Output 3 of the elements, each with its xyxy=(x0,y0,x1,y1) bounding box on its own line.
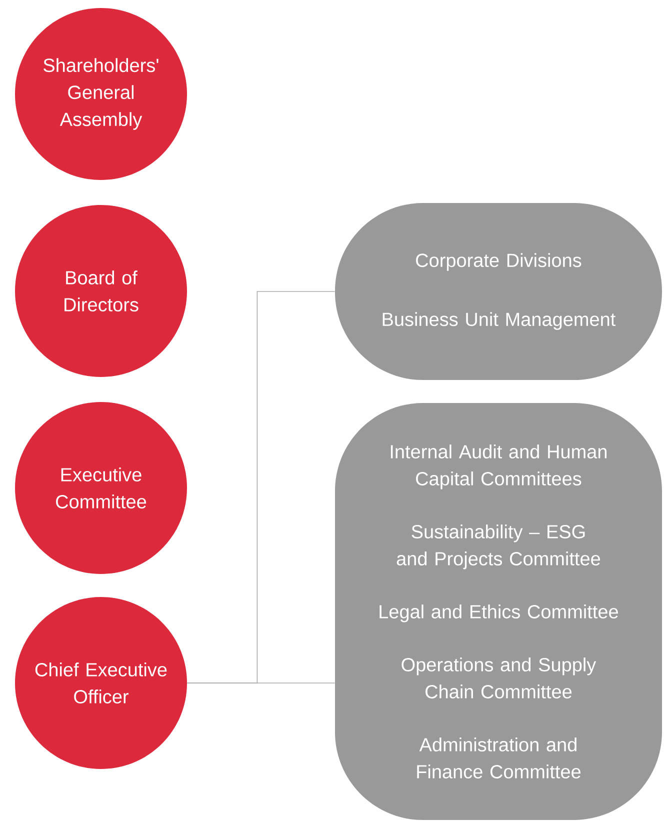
committee-panel: Corporate Divisions Business Unit Management xyxy=(335,203,662,380)
committee-panel: Internal Audit and Human Capital Committees Sustainability – ESG and Projects Committee Legal and Ethics Committee Operations and Supply Chain Committee Administration and Finance Committee xyxy=(335,403,662,820)
connector-line xyxy=(186,682,336,684)
